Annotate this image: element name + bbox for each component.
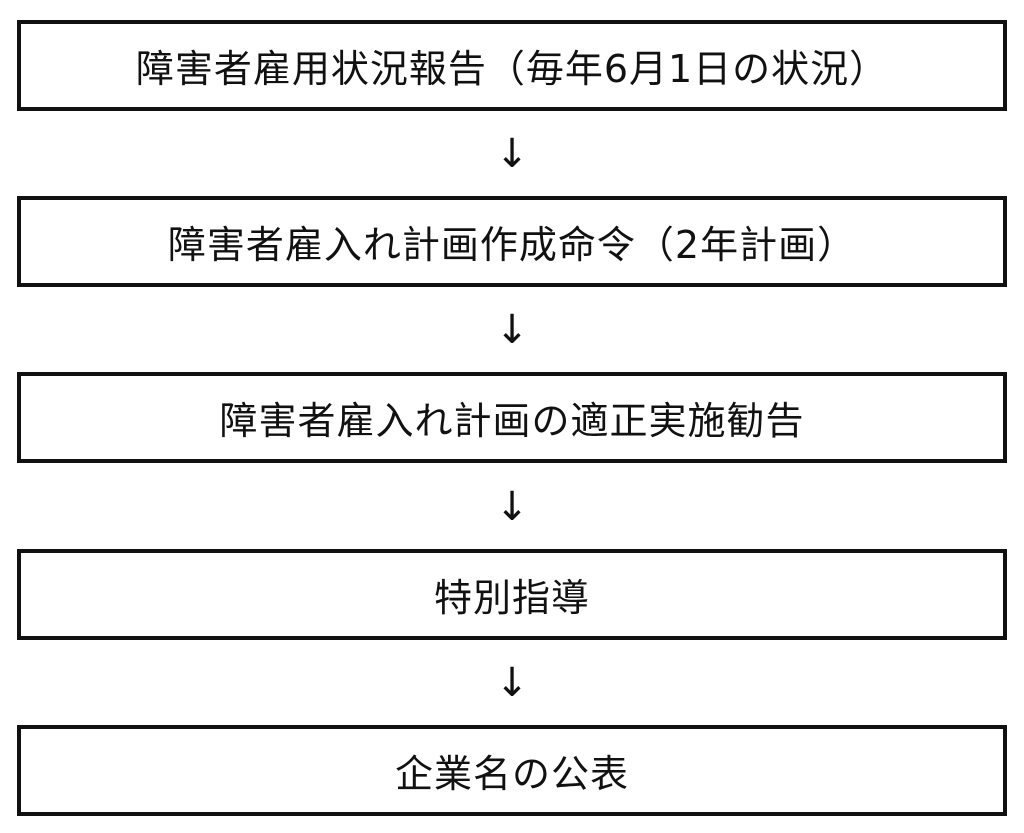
step-label: 特別指導 — [433, 576, 590, 620]
step-label: 障害者雇入れ計画作成命令（2年計画） — [167, 223, 857, 267]
step-employment-status-report: 障害者雇用状況報告（毎年6月1日の状況） — [17, 20, 1007, 111]
down-arrow-icon: ↓ — [495, 484, 529, 530]
down-arrow-icon: ↓ — [495, 307, 529, 353]
step-special-guidance: 特別指導 — [17, 549, 1007, 640]
step-label: 企業名の公表 — [394, 752, 629, 796]
down-arrow-icon: ↓ — [495, 131, 529, 177]
step-label: 障害者雇用状況報告（毎年6月1日の状況） — [135, 47, 889, 91]
down-arrow-icon: ↓ — [495, 660, 529, 706]
step-hiring-plan-order: 障害者雇入れ計画作成命令（2年計画） — [17, 196, 1007, 287]
step-label: 障害者雇入れ計画の適正実施勧告 — [219, 399, 805, 443]
step-company-name-publication: 企業名の公表 — [17, 725, 1007, 816]
step-implementation-recommendation: 障害者雇入れ計画の適正実施勧告 — [17, 372, 1007, 463]
